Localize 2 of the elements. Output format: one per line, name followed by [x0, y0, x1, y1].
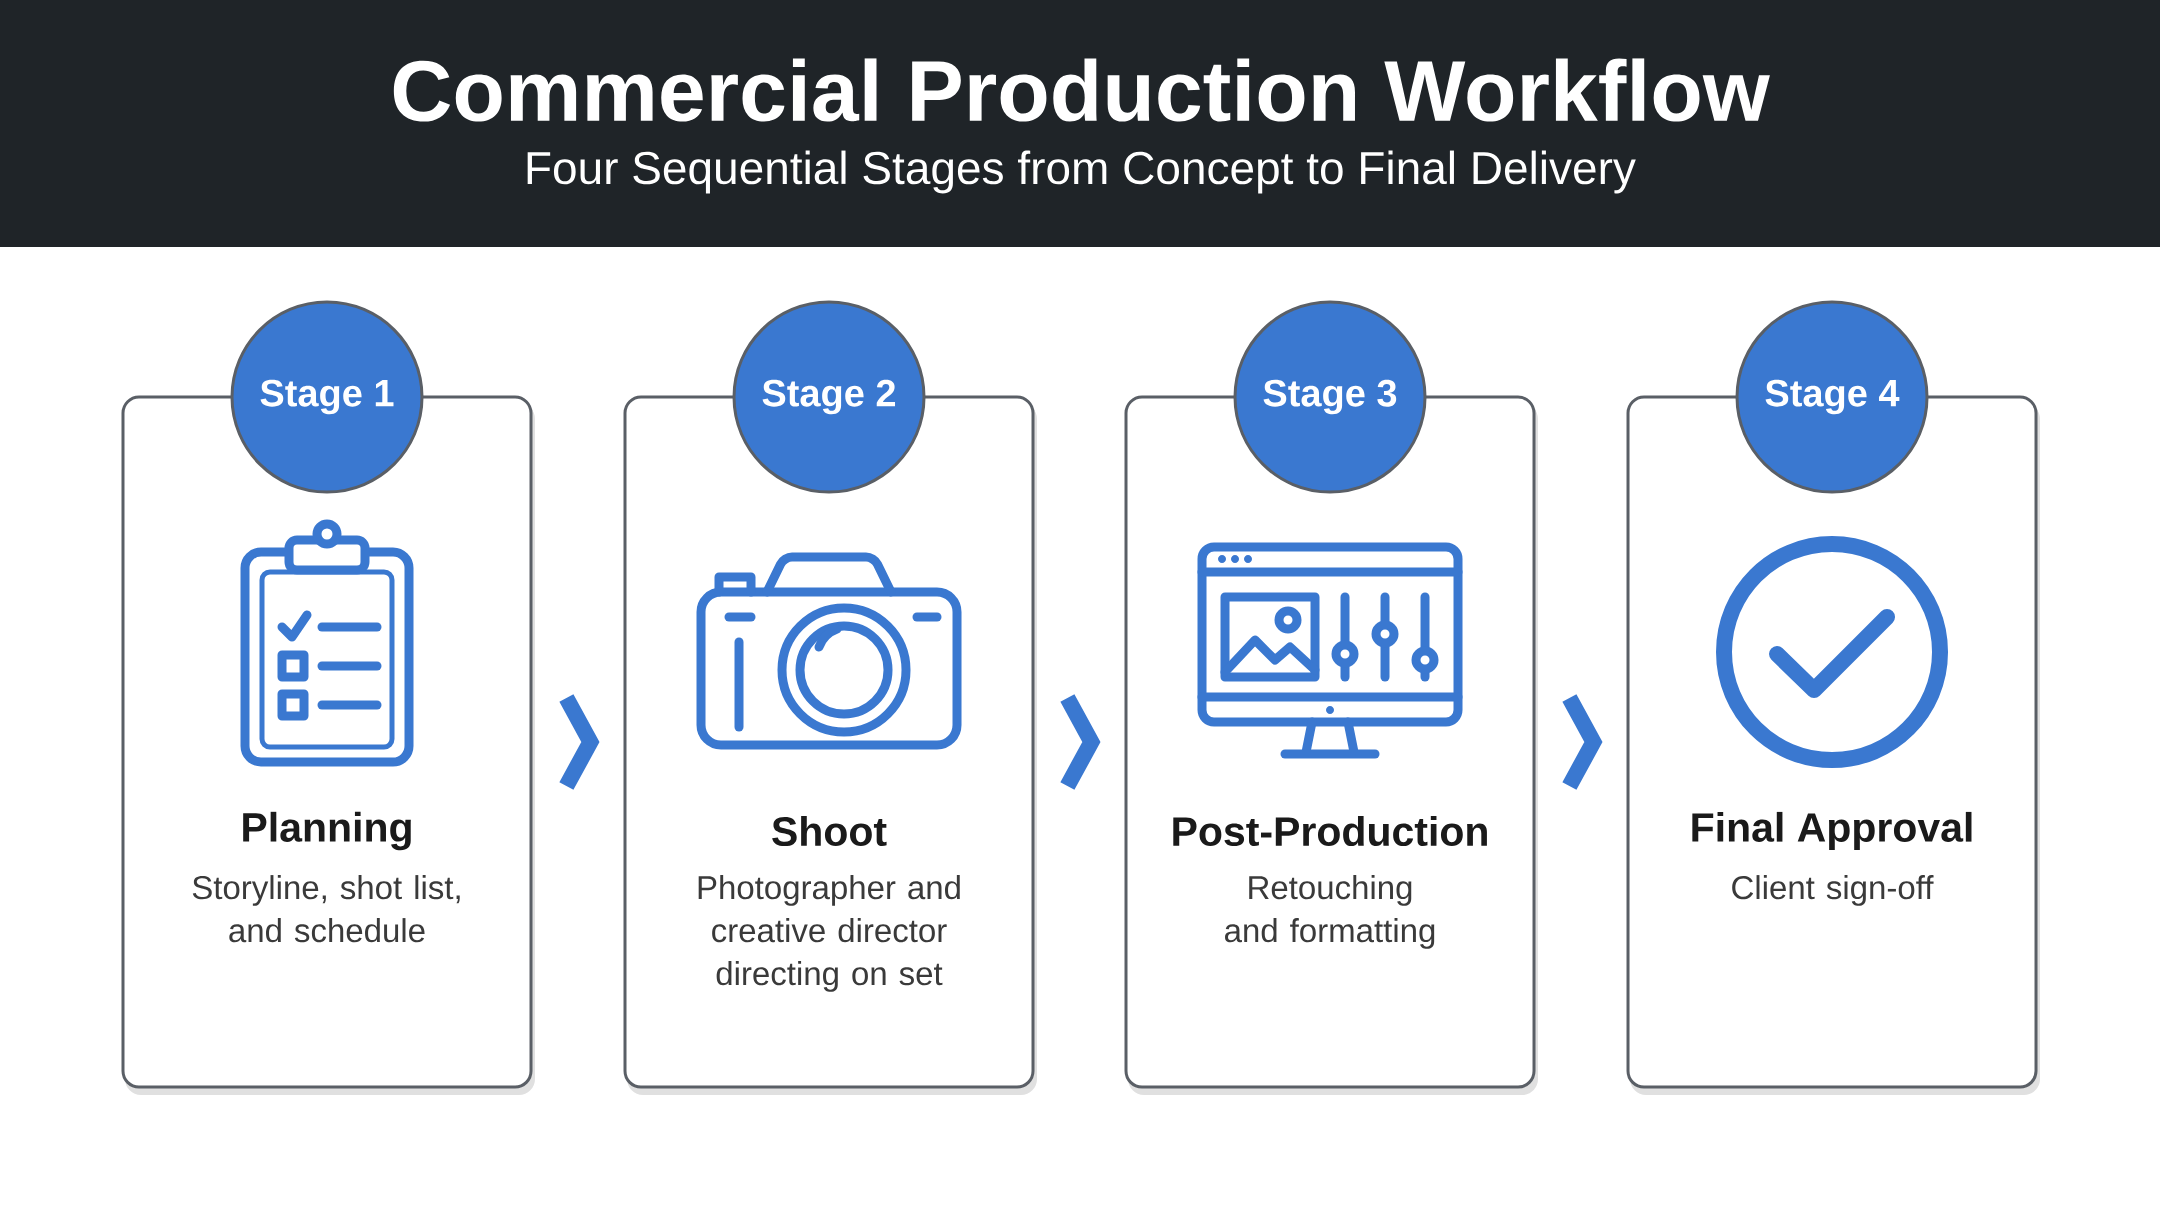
subtitle: Four Sequential Stages from Concept to Final Delivery	[527, 150, 1636, 194]
title: Commercial Production Workflow	[393, 58, 1770, 122]
